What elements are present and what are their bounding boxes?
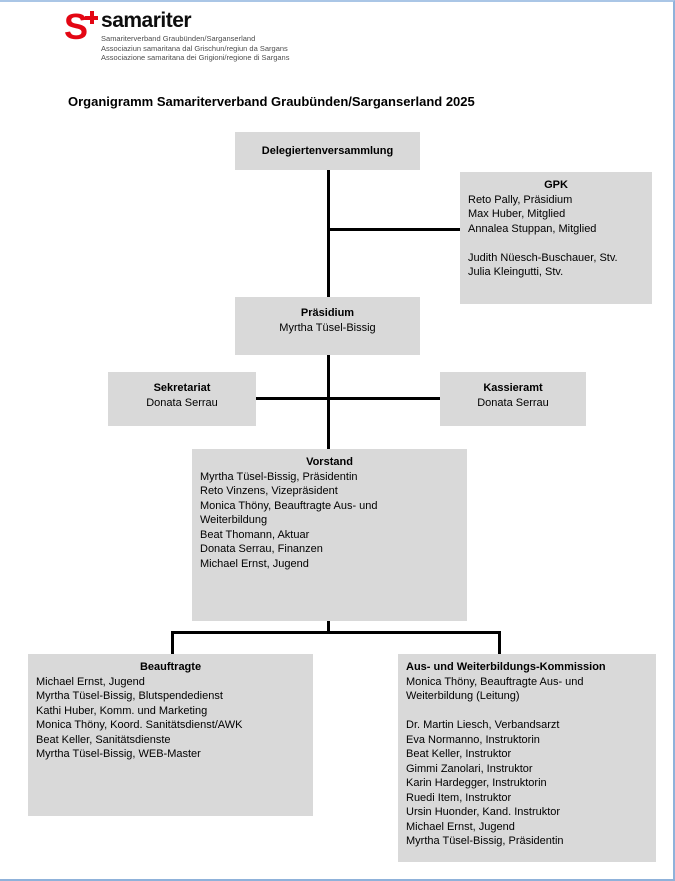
text-line: Donata Serrau — [146, 396, 218, 409]
samariter-s-icon: S — [64, 6, 88, 47]
org-box-sekretariat: Sekretariat Donata Serrau — [108, 372, 256, 426]
text-line: Ruedi Item, Instruktor — [406, 791, 512, 804]
text-line: Myrtha Tüsel-Bissig — [279, 321, 376, 334]
org-box-praesidium: Präsidium Myrtha Tüsel-Bissig — [235, 297, 420, 355]
text-line: Karin Hardegger, Instruktorin — [406, 777, 547, 789]
text-line: Gimmi Zanolari, Instruktor — [406, 762, 533, 775]
text-line: Michael Ernst, Jugend — [36, 675, 145, 688]
text-line: Myrtha Tüsel-Bissig, Präsidentin — [200, 470, 358, 483]
box-members-kassieramt: Donata Serrau — [448, 396, 578, 411]
logo-text-block: samariter Samariterverband Graubünden/Sa… — [101, 10, 289, 63]
text-line: Monica Thöny, Beauftragte Aus- und — [406, 675, 584, 688]
connector-to-beauftragte — [171, 631, 174, 654]
box-title-kassieramt: Kassieramt — [483, 382, 543, 394]
text-line: Reto Vinzens, Vizepräsident — [200, 485, 338, 497]
box-title-sekretariat: Sekretariat — [153, 382, 211, 394]
text-line: Kathi Huber, Komm. und Marketing — [36, 704, 208, 717]
connector-praesidium-vorstand — [327, 355, 330, 449]
text-line: Donata Serrau — [477, 396, 549, 409]
text-line: Associazione samaritana dei Grigioni/reg… — [101, 53, 290, 62]
text-line: Dr. Martin Liesch, Verbandsarzt — [406, 719, 560, 731]
org-box-delegiertenversammlung: Delegiertenversammlung — [235, 132, 420, 170]
box-title-gpk: GPK — [544, 179, 568, 191]
samariter-cross-icon — [85, 11, 99, 24]
box-title-vorstand: Vorstand — [306, 456, 353, 468]
connector-gpk — [327, 228, 460, 231]
org-box-aus-weiterbildungs-kommission: Aus- und Weiterbildungs-Kommission Monic… — [398, 654, 656, 862]
text-line: Michael Ernst, Jugend — [200, 557, 309, 570]
text-line: Judith Nüesch-Buschauer, Stv. — [468, 251, 618, 264]
text-line: Monica Thöny, Koord. Sanitätsdienst/AWK — [36, 719, 243, 731]
connector-sekretariat-kassieramt — [256, 397, 440, 400]
text-line: Samariterverband Graubünden/Sarganserlan… — [101, 34, 256, 43]
connector-vorstand-stem — [327, 621, 330, 634]
text-line: Julia Kleingutti, Stv. — [468, 266, 564, 278]
text-line: Associaziun samaritana dal Grischun/regi… — [101, 43, 288, 53]
text-line: Monica Thöny, Beauftragte Aus- und — [200, 499, 378, 512]
box-title-delegiertenversammlung: Delegiertenversammlung — [261, 144, 394, 157]
text-line: Ursin Huonder, Kand. Instruktor — [406, 806, 561, 818]
text-line: Max Huber, Mitglied — [468, 208, 566, 220]
text-line: Weiterbildung — [200, 514, 268, 526]
text-line: Beat Keller, Instruktor — [406, 748, 512, 760]
text-line — [468, 236, 644, 251]
samariter-logo-mark: S — [64, 6, 99, 47]
text-line: Eva Normanno, Instruktorin — [406, 733, 540, 746]
text-line: Beat Thomann, Aktuar — [200, 528, 310, 541]
text-line: Reto Pally, Präsidium — [468, 193, 573, 206]
connector-bottom-horizontal — [171, 631, 501, 634]
page-title: Organigramm Samariterverband Graubünden/… — [68, 94, 475, 109]
text-line: Weiterbildung (Leitung) — [406, 690, 520, 702]
org-box-kassieramt: Kassieramt Donata Serrau — [440, 372, 586, 426]
box-title-aus-weiterbildungs-kommission: Aus- und Weiterbildungs-Kommission — [406, 661, 606, 673]
org-box-vorstand: Vorstand Myrtha Tüsel-Bissig, Präsidenti… — [192, 449, 467, 621]
logo-sublines: Samariterverband Graubünden/Sarganserlan… — [101, 34, 289, 63]
text-line: Michael Ernst, Jugend — [406, 820, 515, 833]
samariter-logo: S samariter Samariterverband Graubünden/… — [64, 6, 289, 63]
connector-to-awk — [498, 631, 501, 654]
text-line: Myrtha Tüsel-Bissig, Blutspendedienst — [36, 690, 223, 702]
text-line: Donata Serrau, Finanzen — [200, 543, 323, 555]
text-line: Myrtha Tüsel-Bissig, WEB-Master — [36, 748, 201, 760]
text-line: Myrtha Tüsel-Bissig, Präsidentin — [406, 835, 564, 847]
box-members-sekretariat: Donata Serrau — [116, 396, 248, 411]
text-line — [406, 704, 648, 719]
text-line: Annalea Stuppan, Mitglied — [468, 222, 597, 235]
logo-brand-text: samariter — [101, 9, 192, 32]
text-line: Beat Keller, Sanitätsdienste — [36, 733, 171, 746]
connector-dv-praesidium — [327, 170, 330, 297]
box-title-praesidium: Präsidium — [300, 307, 355, 319]
box-members-praesidium: Myrtha Tüsel-Bissig — [243, 321, 412, 336]
box-title-beauftragte: Beauftragte — [139, 661, 202, 673]
